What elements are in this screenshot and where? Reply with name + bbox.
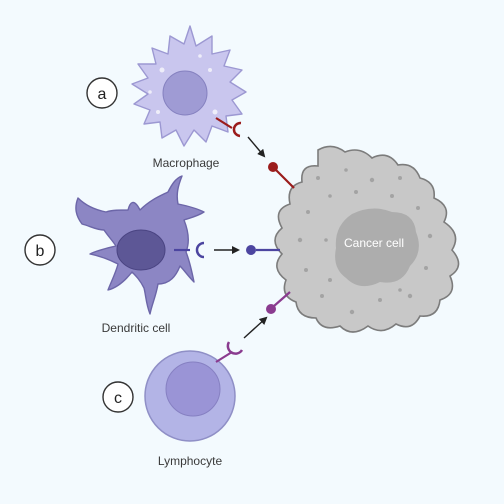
macrophage-vesicles bbox=[148, 54, 218, 115]
cancer-receptor-purple bbox=[266, 291, 291, 314]
lymphocyte-nucleus bbox=[165, 361, 221, 417]
cancer-cell-nucleus bbox=[335, 208, 419, 287]
arrow-lymphocyte-to-cancer bbox=[243, 316, 268, 339]
cancer-receptor-red bbox=[268, 162, 295, 189]
badge-c: c bbox=[102, 381, 134, 413]
lymphocyte-cell bbox=[144, 341, 244, 442]
lymphocyte-receptor bbox=[215, 341, 244, 363]
cancer-cell-granules bbox=[297, 168, 433, 315]
badge-b-text: b bbox=[36, 243, 45, 260]
badge-b: b bbox=[24, 234, 56, 266]
arrow-macrophage-to-cancer bbox=[247, 136, 266, 158]
badge-a: a bbox=[86, 77, 118, 109]
macrophage-receptor bbox=[215, 117, 242, 138]
cancer-cell-label: Cancer cell bbox=[344, 236, 404, 250]
badge-a-text: a bbox=[98, 86, 107, 103]
dendritic-cell bbox=[75, 175, 205, 315]
dendritic-receptor bbox=[174, 241, 205, 259]
badge-c-text: c bbox=[114, 390, 122, 407]
cancer-cell: Cancer cell bbox=[274, 145, 460, 333]
dendritic-label: Dendritic cell bbox=[102, 321, 171, 335]
dendritic-nucleus bbox=[116, 229, 166, 271]
lymphocyte-label: Lymphocyte bbox=[158, 454, 223, 468]
cancer-receptor-blue bbox=[246, 245, 280, 255]
macrophage-label: Macrophage bbox=[153, 156, 220, 170]
macrophage-cell bbox=[131, 25, 247, 147]
macrophage-nucleus bbox=[162, 70, 208, 116]
